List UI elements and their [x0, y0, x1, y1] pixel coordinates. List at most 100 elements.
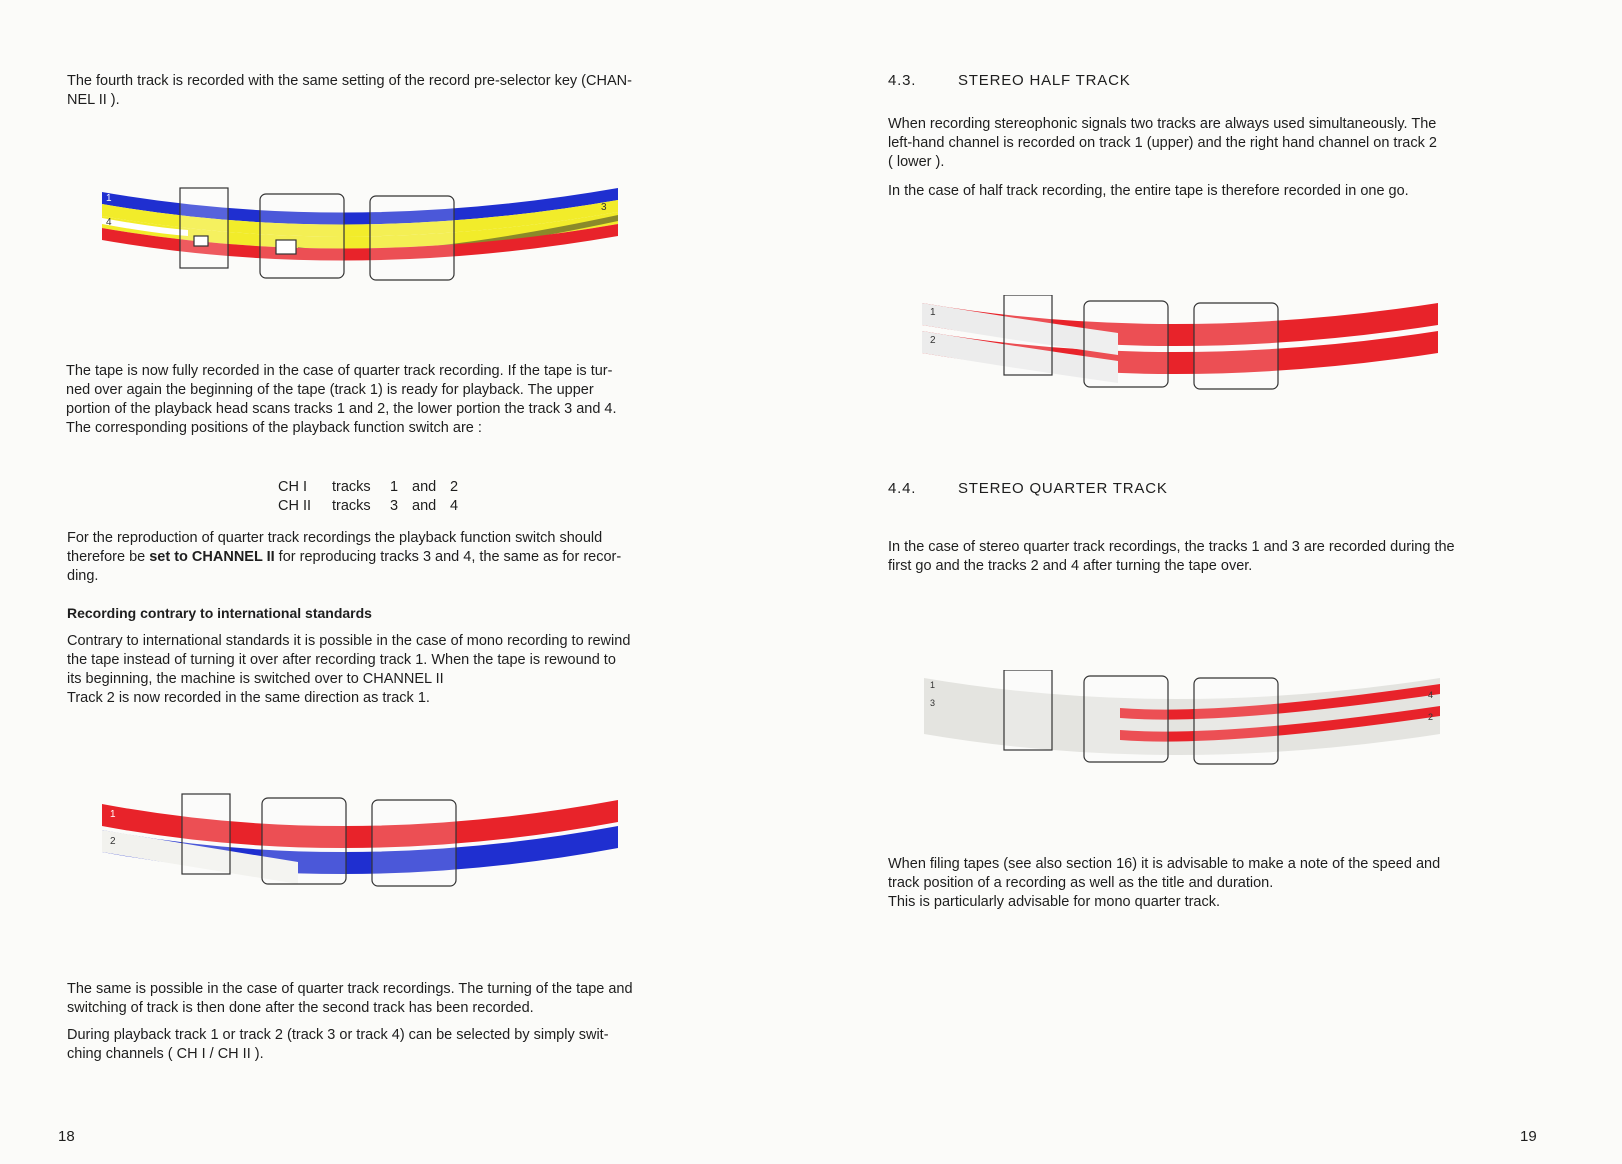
track-label: 1 [930, 680, 935, 690]
heading-title: STEREO HALF TRACK [958, 72, 1131, 89]
channel-table: CH I tracks 1 and 2 CH II tracks 3 and 4 [278, 478, 464, 516]
paragraph-filing-tapes: When filing tapes (see also section 16) … [888, 855, 1480, 912]
playback-head-icon [1193, 677, 1279, 765]
record-head-icon [1083, 675, 1169, 763]
text-line: When recording stereophonic signals two … [888, 116, 1437, 132]
left-page: The fourth track is recorded with the sa… [0, 0, 800, 1164]
text-line: ned over again the beginning of the tape… [66, 382, 594, 398]
page-number: 18 [58, 1128, 75, 1145]
playback-head-icon [371, 799, 457, 887]
text-line: ching channels ( CH I / CH II ). [67, 1046, 264, 1062]
channel-row: CH I tracks 1 and 2 [278, 478, 464, 497]
heads [181, 793, 457, 887]
gap-marker [275, 239, 297, 255]
text-fragment: therefore be [67, 549, 150, 565]
paragraph-fourth-track: The fourth track is recorded with the sa… [67, 72, 657, 110]
track-label: 2 [110, 836, 116, 847]
channel-row: CH II tracks 3 and 4 [278, 497, 464, 516]
gap-marker [193, 235, 209, 247]
channel-and: and [412, 479, 437, 495]
record-head-icon [1083, 300, 1169, 388]
erase-head-icon [1003, 670, 1053, 751]
heading-number: 4.4. [888, 480, 917, 497]
text-line: This is particularly advisable for mono … [888, 894, 1221, 910]
track-1-blue [102, 188, 618, 225]
paragraph-contrary: Contrary to international standards it i… [67, 632, 657, 708]
text-line: The corresponding positions of the playb… [66, 420, 482, 436]
text-line: NEL II ). [67, 92, 120, 108]
diagram-quarter-track-four: 1 4 3 [102, 187, 618, 281]
track-3-red [1120, 706, 1440, 742]
channel-tracks: tracks [332, 498, 371, 514]
track-label: 1 [930, 307, 936, 318]
diagram-stereo-quarter-track: 1 3 4 2 [924, 670, 1440, 765]
track-label: 1 [110, 809, 116, 820]
erase-head-icon [179, 187, 229, 269]
heading-title: STEREO QUARTER TRACK [958, 480, 1168, 497]
paragraph-during-playback: During playback track 1 or track 2 (trac… [67, 1026, 657, 1064]
text-line: In the case of half track recording, the… [888, 183, 1409, 199]
text-line: switching of track is then done after th… [67, 1000, 534, 1016]
channel-track-b: 2 [450, 479, 459, 495]
heads [1003, 670, 1279, 765]
text-line: In the case of stereo quarter track reco… [888, 539, 1455, 555]
track-1-unrecorded [922, 303, 1118, 355]
channel-track-a: 3 [390, 498, 399, 514]
record-head-icon [261, 797, 347, 885]
record-head-icon [259, 193, 345, 279]
track-1-red [102, 800, 618, 849]
text-line: Contrary to international standards it i… [67, 633, 631, 649]
tape-tracks [102, 188, 618, 261]
channel-track-b: 4 [450, 498, 459, 514]
text-line: The tape is now fully recorded in the ca… [66, 363, 613, 379]
text-line: its beginning, the machine is switched o… [67, 671, 444, 687]
erase-head-icon [181, 793, 231, 875]
text-line: For the reproduction of quarter track re… [67, 530, 603, 546]
track-label: 4 [1428, 690, 1433, 700]
text-line: left-hand channel is recorded on track 1… [888, 135, 1437, 151]
paragraph-fully-recorded: The tape is now fully recorded in the ca… [66, 362, 656, 438]
text-line: During playback track 1 or track 2 (trac… [67, 1027, 609, 1043]
text-fragment: for reproducing tracks 3 and 4, the same… [274, 549, 622, 565]
heading-stereo-quarter-track: 4.4. STEREO QUARTER TRACK [888, 480, 1168, 497]
text-line: therefore be set to CHANNEL II for repro… [67, 548, 657, 567]
heads [1003, 295, 1279, 390]
text-line: portion of the playback head scans track… [66, 401, 617, 417]
page-number: 19 [1520, 1128, 1537, 1145]
text-line: Track 2 is now recorded in the same dire… [67, 690, 430, 706]
paragraph-half-track: In the case of half track recording, the… [888, 182, 1480, 201]
erase-head-icon [1003, 295, 1053, 376]
text-line: track position of a recording as well as… [888, 875, 1274, 891]
track-4-blank [102, 218, 188, 236]
track-label: 1 [106, 193, 112, 204]
heads [179, 187, 455, 281]
track-1-red [1120, 684, 1440, 720]
text-line: the tape instead of turning it over afte… [67, 652, 616, 668]
channel-and: and [412, 498, 437, 514]
text-line: When filing tapes (see also section 16) … [888, 856, 1441, 872]
paragraph-same-possible: The same is possible in the case of quar… [67, 980, 657, 1018]
channel-name: CH I [278, 479, 307, 495]
channel-name: CH II [278, 498, 312, 514]
track-2-blank [102, 830, 298, 884]
track-2-unrecorded [922, 331, 1118, 383]
diagram-mono-rewind: 1 2 [102, 793, 618, 887]
subheading-contrary-standards: Recording contrary to international stan… [67, 605, 372, 621]
text-emphasis: set to CHANNEL II [149, 549, 275, 565]
track-label: 3 [930, 698, 935, 708]
track-label: 3 [601, 202, 607, 213]
track-label: 2 [1428, 712, 1433, 722]
diagram-stereo-half-track: 1 2 [922, 295, 1438, 390]
playback-head-icon [1193, 302, 1279, 390]
track-2-yellow [102, 200, 618, 237]
channel-track-a: 1 [390, 479, 399, 495]
right-page: 4.3. STEREO HALF TRACK When recording ste… [880, 0, 1622, 1164]
text-line: The same is possible in the case of quar… [67, 981, 633, 997]
text-line: ( lower ). [888, 154, 945, 170]
paragraph-stereo-signals: When recording stereophonic signals two … [888, 115, 1480, 172]
track-label: 4 [106, 217, 112, 228]
text-line: first go and the tracks 2 and 4 after tu… [888, 558, 1253, 574]
heading-number: 4.3. [888, 72, 917, 89]
paragraph-reproduction: For the reproduction of quarter track re… [67, 529, 657, 586]
heading-stereo-half-track: 4.3. STEREO HALF TRACK [888, 72, 1131, 89]
